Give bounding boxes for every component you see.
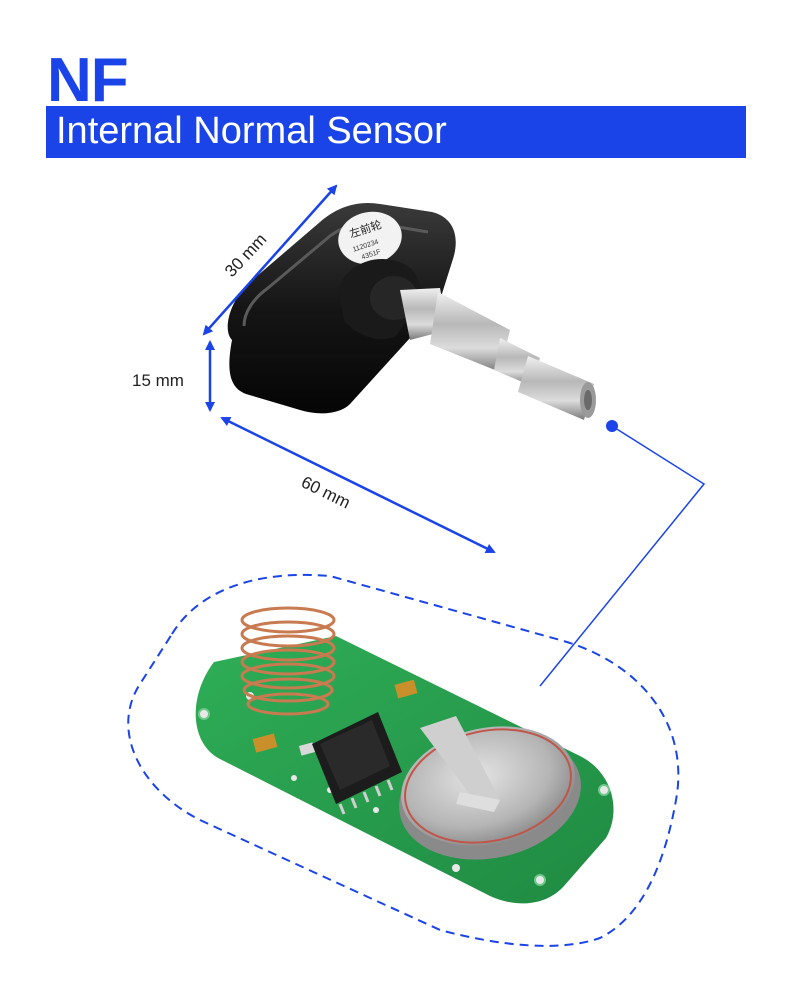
- title-banner: Internal Normal Sensor: [46, 106, 746, 158]
- tpms-sensor: 左前轮 1120234 4351F: [227, 202, 596, 420]
- callout-connector: [539, 420, 706, 687]
- internal-pcb: [195, 606, 614, 904]
- pcb-highlight-outline: [127, 573, 680, 947]
- ic-chip: [312, 712, 402, 815]
- coin-battery: [399, 716, 581, 860]
- antenna-coil: [240, 606, 336, 716]
- valve-stem: [400, 288, 596, 420]
- brand-logo: NF: [47, 46, 129, 115]
- dimension-60mm: 60 mm: [220, 416, 496, 554]
- dimension-15mm: 15 mm: [132, 340, 215, 412]
- dimension-height-label: 15 mm: [132, 371, 184, 390]
- page-title: Internal Normal Sensor: [56, 110, 447, 152]
